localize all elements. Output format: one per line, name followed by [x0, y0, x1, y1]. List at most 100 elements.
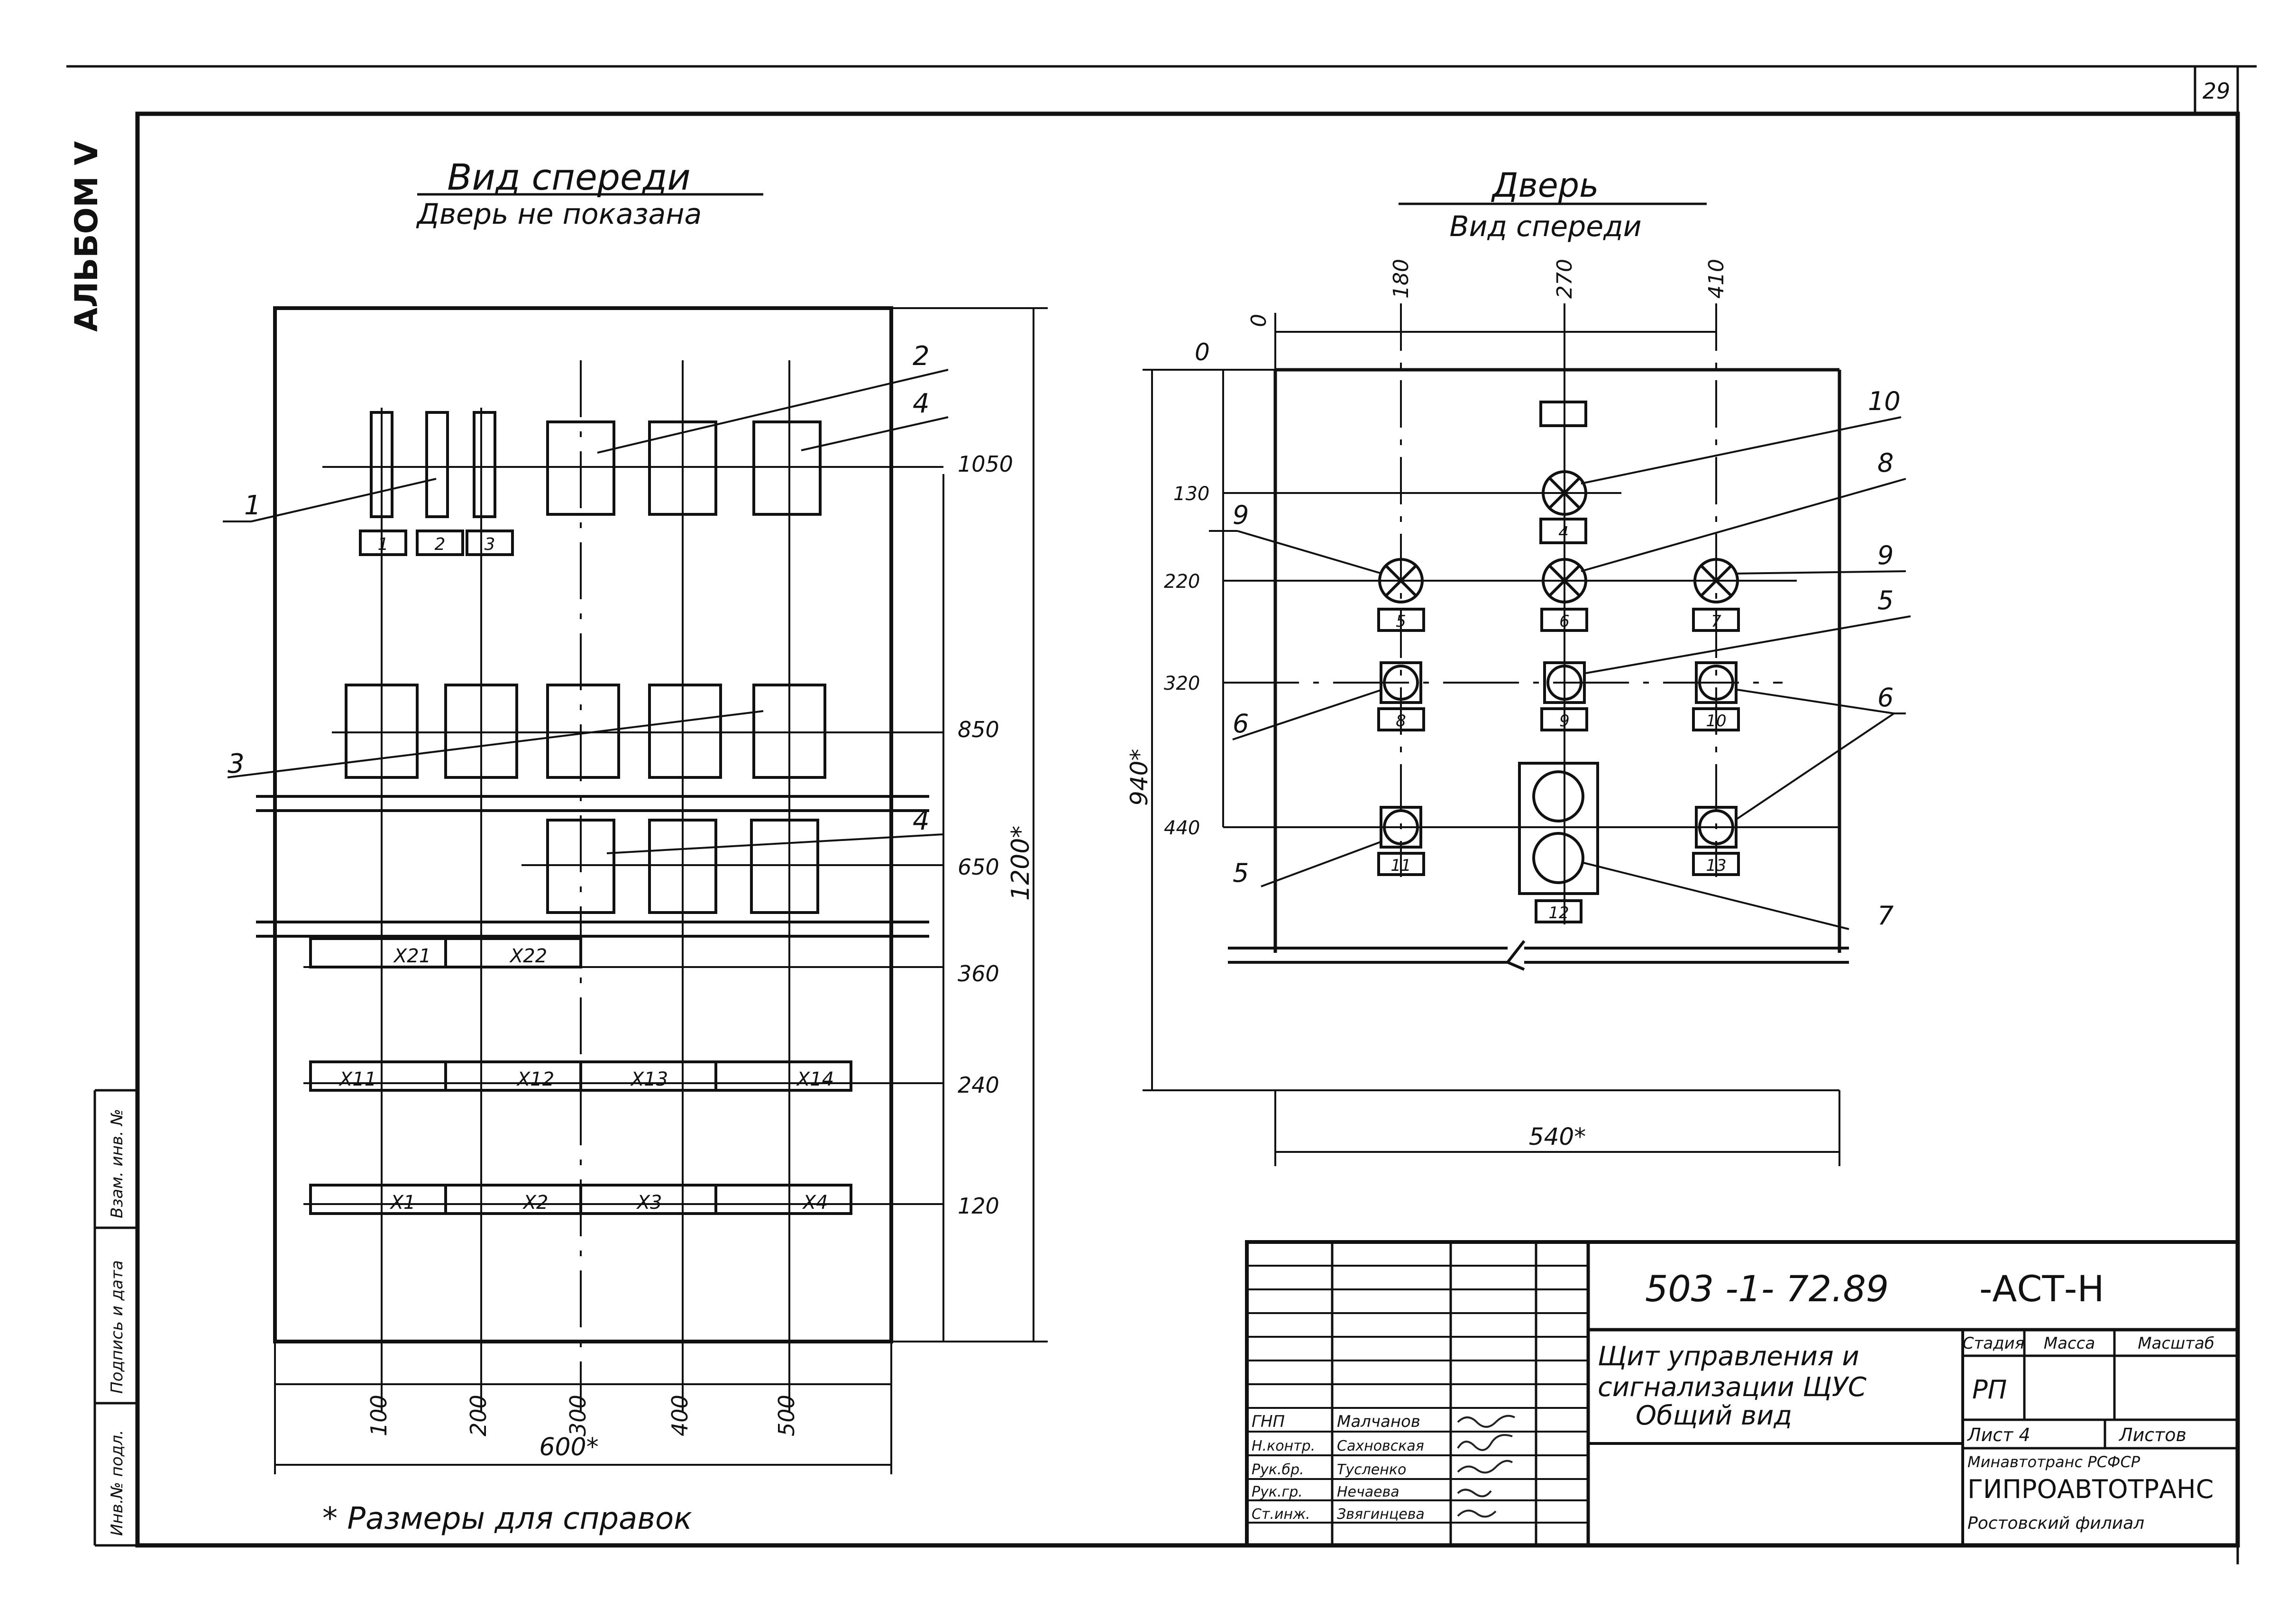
- overall-width-front: 600*: [539, 1433, 598, 1461]
- callout-door-8: 8: [1877, 448, 1894, 478]
- door-top-mark-0: 0: [1247, 314, 1271, 327]
- height-mark-1050: 1050: [958, 451, 1013, 477]
- breaker-label-1: 1: [378, 535, 389, 554]
- height-mark-120: 120: [958, 1193, 999, 1219]
- terminal-x22: X22: [509, 945, 547, 967]
- stage-header: Стадия: [1963, 1334, 2024, 1353]
- door-left-mark-220: 220: [1164, 571, 1200, 593]
- sig-name-3: Тусленко: [1337, 1461, 1406, 1478]
- callout-door-5b: 5: [1233, 858, 1249, 888]
- front-view-title: Вид спереди: [447, 156, 690, 198]
- sheets-label: Листов: [2118, 1425, 2186, 1445]
- callout-door-9a: 9: [1233, 500, 1249, 530]
- callout-front-3: 3: [228, 749, 245, 779]
- terminal-x21: X21: [393, 945, 431, 967]
- terminal-x11: X11: [338, 1068, 376, 1090]
- doc-suffix: -АСТ-Н: [1979, 1268, 2104, 1310]
- overall-height-front: 1200*: [1006, 826, 1035, 901]
- front-view-subtitle: Дверь не показана: [416, 198, 702, 231]
- breaker-label-2: 2: [435, 535, 446, 554]
- width-mark-500: 500: [774, 1395, 799, 1436]
- door-element-12: 12: [1548, 904, 1569, 922]
- door-left-mark-0: 0: [1195, 338, 1210, 366]
- sig-role-4: Рук.гр.: [1252, 1484, 1303, 1500]
- doc-number: 503 -1- 72.89: [1645, 1268, 1889, 1310]
- door-top-mark-180: 180: [1389, 259, 1413, 299]
- terminal-x1: X1: [390, 1192, 416, 1214]
- door-left-mark-320: 320: [1164, 673, 1200, 694]
- height-mark-240: 240: [958, 1072, 999, 1098]
- sheet-label: Лист 4: [1967, 1425, 2031, 1445]
- callout-front-2: 2: [913, 341, 930, 372]
- door-element-13: 13: [1706, 856, 1726, 875]
- callout-front-4b: 4: [913, 805, 930, 836]
- side-stamp-replace: Взам. инв. №: [108, 1109, 127, 1218]
- sig-role-1: ГНП: [1252, 1412, 1285, 1431]
- terminal-x4: X4: [802, 1192, 828, 1214]
- callout-door-6a: 6: [1233, 709, 1249, 739]
- org-line-1: Минавтотранс РСФСР: [1967, 1453, 2140, 1471]
- org-line-3: Ростовский филиал: [1967, 1514, 2144, 1533]
- mass-header: Масса: [2044, 1334, 2095, 1353]
- terminal-x13: X13: [630, 1068, 668, 1090]
- door-view-subtitle: Вид спереди: [1449, 210, 1641, 243]
- title-line-2: сигнализации ЩУС: [1598, 1372, 1866, 1403]
- door-top-mark-410: 410: [1704, 259, 1729, 299]
- door-element-11: 11: [1390, 856, 1411, 875]
- width-mark-200: 200: [466, 1395, 491, 1436]
- height-mark-360: 360: [958, 961, 999, 986]
- front-view: Вид спереди Дверь не показана: [223, 156, 1048, 1536]
- callout-front-4a: 4: [913, 388, 930, 419]
- title-line-3: Общий вид: [1636, 1400, 1792, 1431]
- signature-marks: [1457, 1415, 1515, 1518]
- album-label: АЛЬБОМ Ⅴ: [68, 141, 105, 332]
- sig-name-4: Нечаева: [1337, 1484, 1400, 1500]
- width-mark-300: 300: [565, 1395, 591, 1436]
- sig-name-5: Звягинцева: [1337, 1506, 1425, 1523]
- door-left-mark-440: 440: [1164, 817, 1200, 839]
- side-stamp-sign: Подпись и дата: [108, 1260, 127, 1394]
- terminal-x2: X2: [522, 1192, 549, 1214]
- side-stamp-inv: Инв.№ подл.: [108, 1430, 127, 1536]
- org-line-2: ГИПРОАВТОТРАНС: [1967, 1474, 2214, 1504]
- door-overall-width: 540*: [1529, 1123, 1586, 1151]
- height-mark-650: 650: [958, 854, 999, 880]
- door-element-6: 6: [1559, 612, 1570, 631]
- callout-door-7: 7: [1877, 901, 1894, 931]
- callout-door-6b: 6: [1877, 683, 1894, 712]
- callout-door-9b: 9: [1877, 540, 1894, 570]
- door-left-mark-130: 130: [1173, 483, 1209, 505]
- title-line-1: Щит управления и: [1598, 1341, 1859, 1372]
- door-view-title: Дверь: [1491, 166, 1599, 205]
- terminal-x3: X3: [636, 1192, 662, 1214]
- door-element-9: 9: [1559, 712, 1570, 731]
- sig-role-3: Рук.бр.: [1252, 1461, 1304, 1478]
- door-element-7: 7: [1711, 612, 1721, 631]
- sig-role-2: Н.контр.: [1252, 1438, 1315, 1454]
- callout-front-1: 1: [244, 490, 261, 521]
- width-mark-400: 400: [667, 1395, 693, 1436]
- scale-header: Масштаб: [2138, 1334, 2214, 1353]
- sig-role-5: Ст.инж.: [1252, 1506, 1310, 1523]
- door-element-5: 5: [1396, 612, 1406, 631]
- breaker-label-3: 3: [485, 535, 495, 554]
- page-number: 29: [2203, 78, 2231, 104]
- title-block: 503 -1- 72.89 -АСТ-Н Щит управления и си…: [1245, 1240, 2240, 1547]
- door-top-mark-270: 270: [1553, 259, 1577, 299]
- terminal-x14: X14: [796, 1068, 834, 1090]
- sig-name-1: Малчанов: [1337, 1412, 1420, 1431]
- stage-value: РП: [1972, 1375, 2007, 1405]
- width-mark-100: 100: [366, 1395, 392, 1436]
- door-view: Дверь Вид спереди: [1125, 166, 1911, 1166]
- callout-door-5a: 5: [1877, 585, 1894, 615]
- height-mark-850: 850: [958, 717, 999, 742]
- door-overall-height: 940*: [1125, 749, 1153, 806]
- terminal-x12: X12: [516, 1068, 554, 1090]
- footnote: * Размеры для справок: [322, 1501, 692, 1536]
- door-element-4: 4: [1558, 523, 1569, 542]
- door-element-8: 8: [1396, 712, 1406, 731]
- door-element-10: 10: [1706, 712, 1726, 731]
- sig-name-2: Сахновская: [1337, 1438, 1424, 1454]
